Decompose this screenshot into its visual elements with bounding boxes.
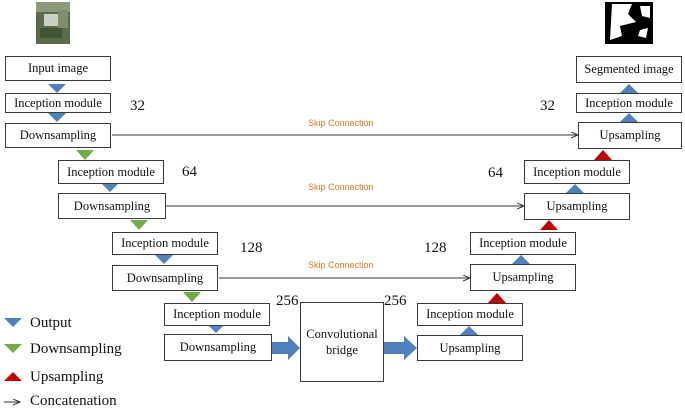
filters-256-left: 256 (276, 293, 299, 309)
legend-upsampling-label: Upsampling (30, 369, 104, 385)
output-arrow-icon (566, 184, 584, 193)
skip-connection-label-128: Skip Connection (308, 260, 374, 270)
legend-downsampling-label: Downsampling (30, 341, 122, 357)
filters-64-left: 64 (182, 164, 197, 180)
encoder-inception-module-256: Inception module (164, 303, 270, 326)
encoder-inception-module-32: Inception module (5, 93, 111, 113)
upsampling-arrow-icon (488, 293, 506, 303)
inception-label: Inception module (14, 95, 102, 110)
upsampling-label: Upsampling (599, 128, 661, 142)
encoder-downsampling-32: Downsampling (5, 123, 111, 148)
legend-output-label: Output (30, 315, 72, 331)
output-arrow-icon (512, 255, 530, 264)
filters-128-right: 128 (424, 240, 447, 256)
skip-connection-label-64: Skip Connection (308, 182, 374, 192)
decoder-inception-module-128: Inception module (470, 232, 576, 255)
decoder-inception-module-256: Inception module (417, 303, 523, 326)
segmented-image-box: Segmented image (576, 56, 682, 83)
output-arrow-icon (460, 326, 478, 335)
legend-concatenation: Concatenation (30, 393, 117, 410)
legend-downsampling-icon (4, 344, 22, 353)
convolutional-bridge-box: Convolutional bridge (300, 302, 384, 382)
decoder-upsampling-64: Upsampling (524, 193, 630, 220)
legend-output-icon (4, 318, 22, 327)
filters-256-right: 256 (384, 293, 407, 309)
legend-concatenation-label: Concatenation (30, 393, 117, 409)
output-arrow-icon (101, 183, 119, 192)
legend-downsampling: Downsampling (30, 341, 122, 358)
output-arrow-icon (48, 113, 66, 122)
downsampling-label: Downsampling (73, 198, 151, 213)
output-arrow-icon (48, 84, 66, 93)
filters-64-right: 64 (488, 165, 503, 181)
downsampling-label: Downsampling (19, 128, 97, 142)
skip-connection-label-32: Skip Connection (308, 118, 374, 128)
legend-upsampling: Upsampling (30, 369, 103, 386)
segmented-image-label: Segmented image (584, 62, 674, 76)
upsampling-label: Upsampling (439, 340, 501, 355)
segmented-image-thumbnail (605, 2, 653, 44)
downsampling-label: Downsampling (126, 270, 204, 285)
encoder-downsampling-256: Downsampling (164, 334, 272, 361)
bridge-input-arrow-icon (272, 336, 300, 360)
inception-label: Inception module (585, 95, 673, 110)
filters-128-left: 128 (240, 240, 263, 256)
decoder-inception-module-64: Inception module (524, 160, 630, 184)
filters-32-left: 32 (130, 98, 145, 114)
encoder-inception-module-128: Inception module (112, 232, 218, 255)
filters-32-right: 32 (540, 98, 555, 114)
encoder-downsampling-64: Downsampling (58, 193, 166, 219)
encoder-inception-module-64: Inception module (58, 160, 164, 184)
inception-label: Inception module (426, 307, 514, 321)
inception-label: Inception module (479, 236, 567, 250)
downsampling-arrow-icon (130, 220, 148, 230)
legend-upsampling-icon (4, 372, 22, 381)
inception-label: Inception module (173, 307, 261, 321)
inception-label: Inception module (533, 164, 621, 179)
input-image-label: Input image (27, 61, 89, 75)
downsampling-label: Downsampling (179, 340, 257, 354)
input-image-box: Input image (5, 56, 111, 81)
decoder-upsampling-128: Upsampling (470, 264, 576, 291)
input-image-thumbnail (36, 2, 70, 44)
decoder-upsampling-256: Upsampling (417, 335, 523, 361)
upsampling-label: Upsampling (546, 199, 608, 213)
bridge-line-1: Convolutional (306, 327, 378, 341)
output-arrow-icon (155, 255, 173, 264)
downsampling-arrow-icon (76, 150, 94, 160)
output-arrow-icon (207, 324, 225, 333)
output-arrow-icon (620, 84, 638, 93)
upsampling-arrow-icon (594, 150, 612, 160)
bridge-output-arrow-icon (384, 336, 417, 360)
upsampling-arrow-icon (540, 220, 558, 230)
inception-label: Inception module (67, 164, 155, 179)
decoder-inception-module-32: Inception module (576, 93, 682, 113)
bridge-line-2: bridge (326, 343, 358, 357)
downsampling-arrow-icon (183, 292, 201, 302)
upsampling-label: Upsampling (492, 270, 554, 284)
decoder-upsampling-32: Upsampling (578, 122, 682, 149)
encoder-downsampling-128: Downsampling (112, 265, 218, 291)
output-arrow-icon (620, 113, 638, 122)
legend-output: Output (30, 315, 72, 332)
inception-label: Inception module (121, 236, 209, 250)
